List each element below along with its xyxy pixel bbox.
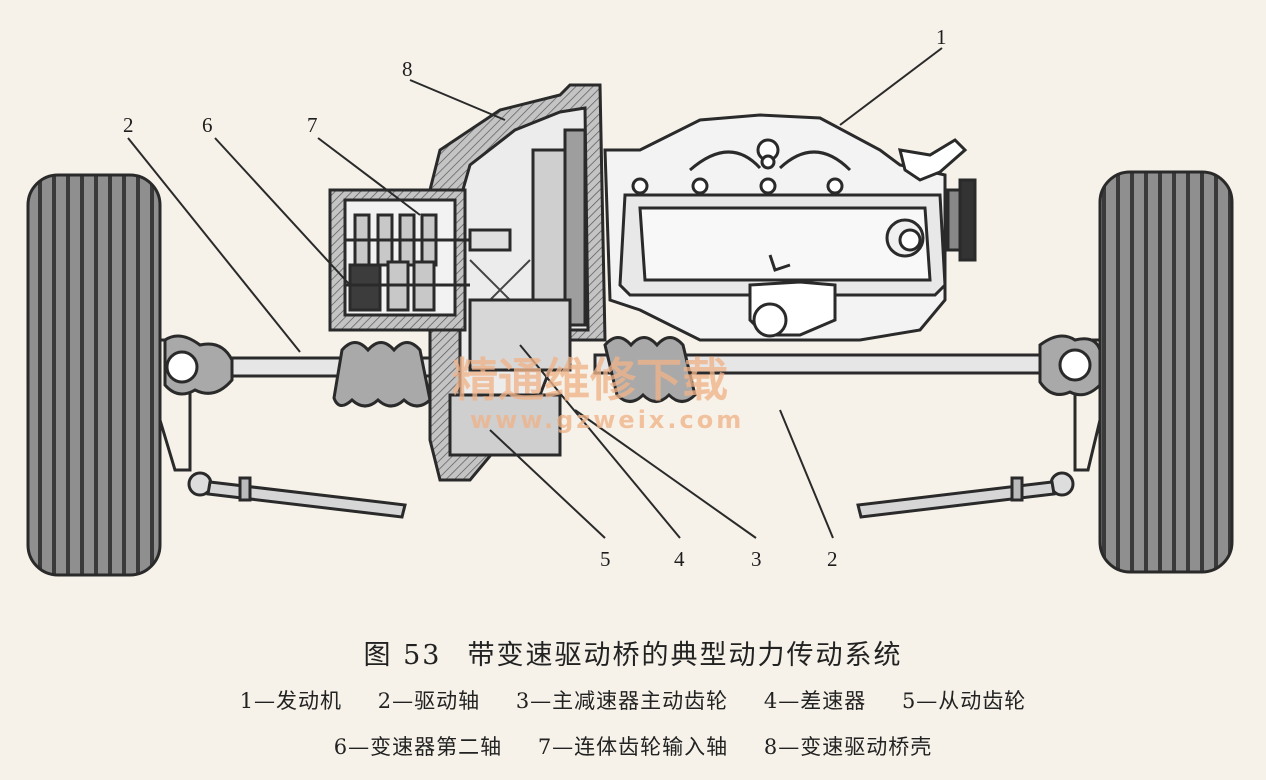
legend-item-8: 8—变速驱动桥壳 xyxy=(763,735,933,759)
callout-7: 7 xyxy=(307,113,318,137)
callout-5: 5 xyxy=(600,547,611,571)
drivetrain-diagram: 1 2 6 7 8 2 5 4 3 精通维修下载 www.gzweix.com xyxy=(26,25,1234,577)
leader-lines xyxy=(127,47,943,539)
right-suspension xyxy=(856,338,1102,519)
callout-numbers: 1 2 6 7 8 2 5 4 3 xyxy=(123,25,947,571)
transaxle-housing xyxy=(428,83,607,482)
legend-row-1: 1—发动机 2—驱动轴 3—主减速器主动齿轮 4—差速器 5—从动齿轮 xyxy=(0,685,1266,715)
watermark: 精通维修下载 www.gzweix.com xyxy=(452,353,744,434)
callout-2-right: 2 xyxy=(827,547,838,571)
legend-item-5: 5—从动齿轮 xyxy=(901,689,1027,713)
legend-row-2: 6—变速器第二轴 7—连体齿轮输入轴 8—变速驱动桥壳 xyxy=(0,731,1266,761)
legend-item-2: 2—驱动轴 xyxy=(377,689,481,713)
callout-4: 4 xyxy=(674,547,685,571)
legend-item-6: 6—变速器第二轴 xyxy=(333,735,503,759)
legend-item-3: 3—主减速器主动齿轮 xyxy=(515,689,729,713)
left-suspension xyxy=(158,338,407,519)
callout-1: 1 xyxy=(936,25,947,49)
callout-6: 6 xyxy=(202,113,213,137)
legend-item-4: 4—差速器 xyxy=(763,689,867,713)
watermark-text: 精通维修下载 xyxy=(452,353,728,407)
left-wheel xyxy=(26,173,162,577)
watermark-url: www.gzweix.com xyxy=(470,406,744,434)
figure-caption: 图 53 带变速驱动桥的典型动力传动系统 xyxy=(0,633,1266,672)
engine xyxy=(603,113,977,342)
callout-8: 8 xyxy=(402,57,413,81)
figure-title: 带变速驱动桥的典型动力传动系统 xyxy=(467,640,903,671)
callout-2-left: 2 xyxy=(123,113,134,137)
callout-3: 3 xyxy=(751,547,762,571)
legend-item-7: 7—连体齿轮输入轴 xyxy=(537,735,729,759)
gearbox xyxy=(328,188,512,332)
right-wheel xyxy=(1098,170,1234,574)
legend-item-1: 1—发动机 xyxy=(239,689,343,713)
figure-number: 图 53 xyxy=(363,640,442,671)
